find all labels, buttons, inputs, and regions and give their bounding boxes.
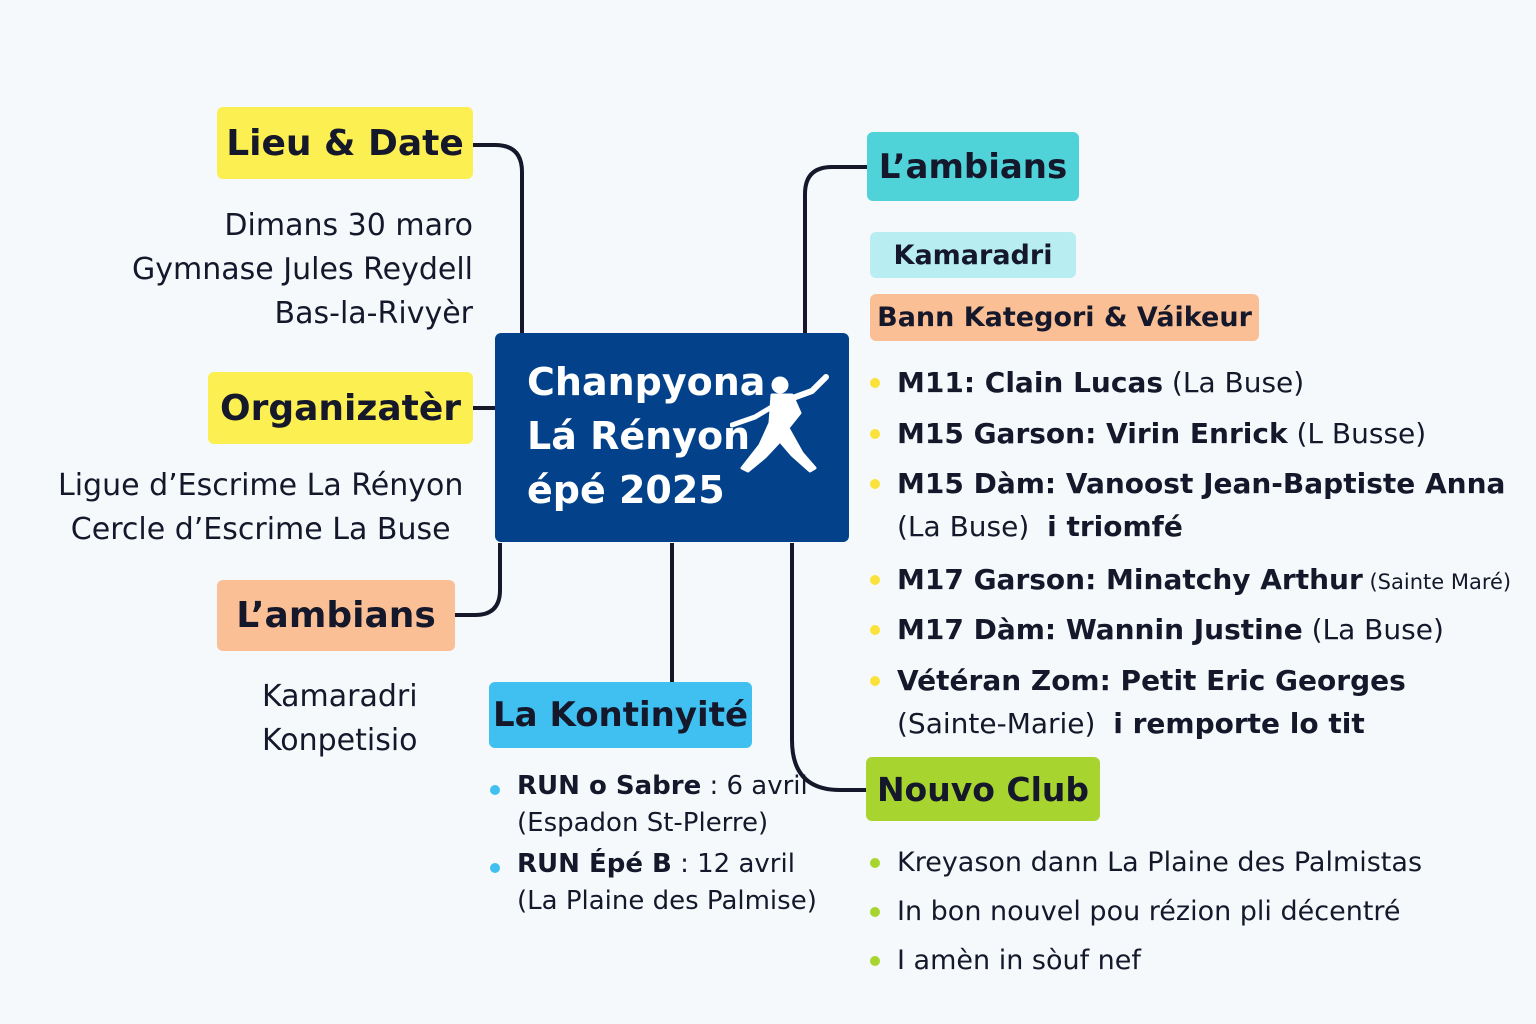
list-item: M17 Garson: Minatchy Arthur (Sainte Maré… — [870, 558, 1511, 604]
winner-club: (Sainte-Marie) — [897, 707, 1096, 740]
winner-name: M15 Dàm: Vanoost Jean-Baptiste Anna — [897, 467, 1506, 500]
list-item: M17 Dàm: Wannin Justine (La Buse) — [870, 608, 1444, 651]
bullet-icon — [870, 676, 880, 686]
title-line-2: Lá Rényon — [527, 414, 751, 458]
node-ambians-right: L’ambians — [867, 132, 1079, 201]
lieu-venue-line: Gymnase Jules Reydell — [132, 252, 473, 287]
ambians-line: Kamaradri — [262, 679, 418, 714]
event-date: : 12 avril — [671, 849, 795, 879]
bullet-icon — [870, 625, 880, 635]
winner-club: (La Buse) — [897, 510, 1030, 543]
node-lieu-date: Lieu & Date — [217, 107, 473, 179]
central-title: Chanpyona Lá Rényon épé 2025 — [527, 355, 765, 517]
winner-name: M11: Clain Lucas — [897, 366, 1164, 399]
organizer-line: Ligue d’Escrime La Rényon — [58, 468, 464, 503]
bullet-icon — [870, 907, 880, 917]
event-date: : 6 avril — [701, 771, 808, 801]
winner-name: M17 Dàm: Wannin Justine — [897, 613, 1303, 646]
event-name: RUN Épé B — [517, 849, 672, 879]
lieu-date-line: Dimans 30 maro — [224, 208, 473, 243]
event-location: (La Plaine des Palmise) — [517, 886, 817, 916]
list-item: In bon nouvel pou rézion pli décentré — [870, 890, 1401, 933]
bullet-icon — [490, 785, 500, 795]
club-note: Kreyason dann La Plaine des Palmistas — [897, 847, 1423, 878]
node-ambians-left: L’ambians — [217, 580, 455, 651]
club-note: I amèn in sòuf nef — [897, 945, 1141, 976]
node-nouvo-club: Nouvo Club — [866, 757, 1100, 821]
tag-kategori: Bann Kategori & Váikeur — [870, 294, 1259, 341]
ambians-left-details: Kamaradri Konpetisio — [262, 675, 418, 763]
winner-club: (La Buse) — [1302, 613, 1444, 646]
event-location: (Espadon St-Plerre) — [517, 808, 769, 838]
bullet-icon — [490, 863, 500, 873]
fencer-icon — [730, 374, 829, 473]
list-item: RUN Épé B : 12 avril (La Plaine des Palm… — [490, 846, 817, 920]
bullet-icon — [870, 956, 880, 966]
list-item: I amèn in sòuf nef — [870, 939, 1141, 982]
title-line-1: Chanpyona — [527, 360, 766, 404]
bullet-icon — [870, 858, 880, 868]
organizater-details: Ligue d’Escrime La Rényon Cercle d’Escri… — [58, 464, 463, 552]
list-item: M11: Clain Lucas (La Buse) — [870, 361, 1304, 404]
winner-club: (L Busse) — [1287, 417, 1427, 450]
club-note: In bon nouvel pou rézion pli décentré — [897, 896, 1401, 927]
winner-note: i remporte lo tit — [1113, 707, 1365, 740]
central-topic: Chanpyona Lá Rényon épé 2025 — [495, 333, 849, 542]
lieu-city-line: Bas-la-Rivyèr — [274, 296, 473, 331]
bullet-icon — [870, 575, 880, 585]
event-name: RUN o Sabre — [517, 771, 702, 801]
winner-note: i triomfé — [1047, 510, 1183, 543]
winner-name: M15 Garson: Virin Enrick — [897, 417, 1288, 450]
winner-name: Vétéran Zom: Petit Eric Georges — [897, 664, 1406, 697]
winner-club: (La Buse) — [1163, 366, 1305, 399]
title-line-3: épé 2025 — [527, 468, 725, 512]
bullet-icon — [870, 429, 880, 439]
node-organizater: Organizatèr — [208, 372, 473, 444]
organizer-line: Cercle d’Escrime La Buse — [70, 512, 451, 547]
list-item: Vétéran Zom: Petit Eric Georges (Sainte-M… — [870, 659, 1406, 745]
ambians-line: Konpetisio — [262, 723, 418, 758]
list-item: Kreyason dann La Plaine des Palmistas — [870, 841, 1422, 884]
tag-kamaradri: Kamaradri — [870, 232, 1076, 278]
bullet-icon — [870, 378, 880, 388]
winner-name: M17 Garson: Minatchy Arthur — [897, 563, 1363, 596]
list-item: M15 Garson: Virin Enrick (L Busse) — [870, 412, 1426, 455]
list-item: M15 Dàm: Vanoost Jean-Baptiste Anna (La B… — [870, 462, 1505, 548]
list-item: RUN o Sabre : 6 avril (Espadon St-Plerre… — [490, 768, 808, 842]
node-kontinyite: La Kontinyité — [489, 682, 752, 748]
bullet-icon — [870, 479, 880, 489]
winner-club: (Sainte Maré) — [1362, 570, 1512, 594]
lieu-details: Dimans 30 maro Gymnase Jules Reydell Bas… — [132, 204, 473, 336]
